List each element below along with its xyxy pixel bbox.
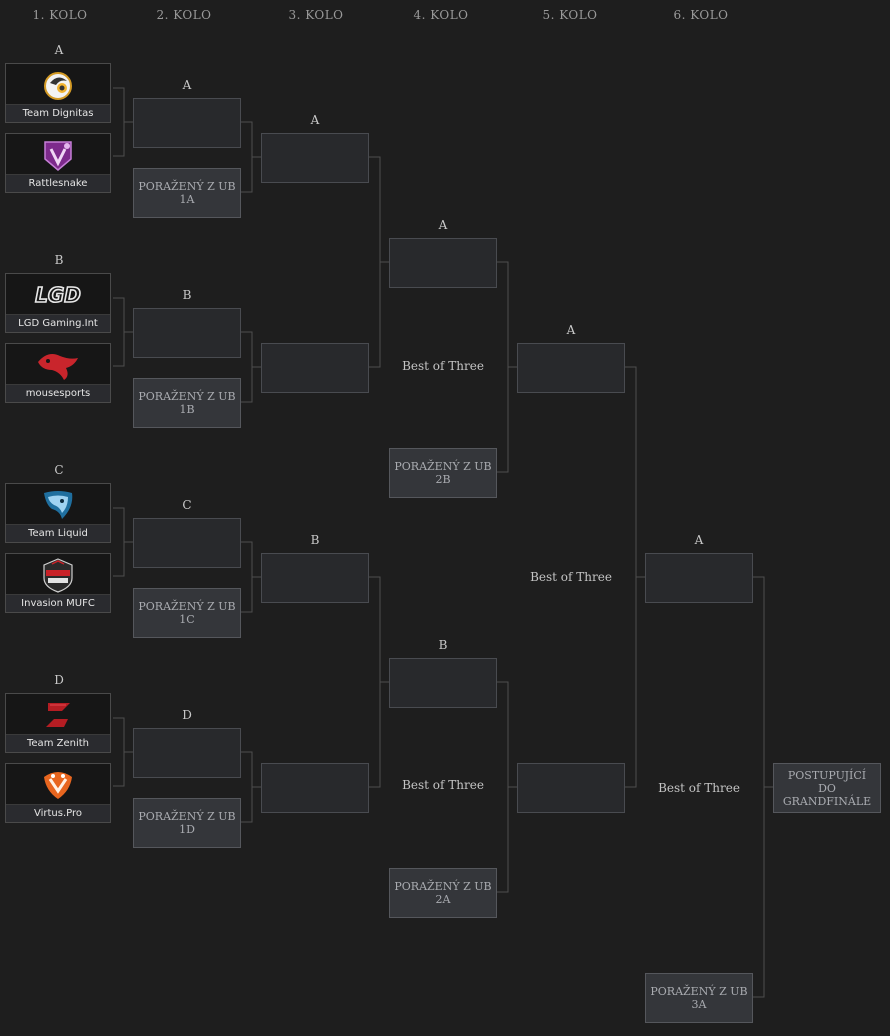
r2-loser-slot-1a[interactable]: PORAŽENÝ Z UB 1A <box>133 168 241 218</box>
loser-slot-label: PORAŽENÝ Z UB 2B <box>394 460 492 486</box>
r2-match-a-slot[interactable] <box>133 98 241 148</box>
round-header-2: 2. KOLO <box>156 8 212 22</box>
loser-slot-label: PORAŽENÝ Z UB 1A <box>138 180 236 206</box>
r2-label-d: D <box>182 708 192 722</box>
r5-best-of-three: Best of Three <box>530 570 612 584</box>
team-card-virtuspro[interactable]: Virtus.Pro <box>5 763 111 823</box>
r6-loser-slot-3a[interactable]: PORAŽENÝ Z UB 3A <box>645 973 753 1023</box>
r5-match-bottom-slot[interactable] <box>517 763 625 813</box>
loser-slot-label: PORAŽENÝ Z UB 3A <box>650 985 748 1011</box>
group-label-b: B <box>54 253 64 267</box>
round-header-5: 5. KOLO <box>542 8 598 22</box>
group-label-a: A <box>54 43 64 57</box>
group-label-d: D <box>54 673 64 687</box>
r2-match-c-slot[interactable] <box>133 518 241 568</box>
r2-label-b: B <box>182 288 192 302</box>
svg-text:LGD: LGD <box>35 283 81 307</box>
r5-label-a: A <box>566 323 576 337</box>
r3-match-b-top-slot[interactable] <box>261 553 369 603</box>
loser-slot-label: PORAŽENÝ Z UB 1C <box>138 600 236 626</box>
r4-label-b: B <box>438 638 448 652</box>
team-card-rattlesnake[interactable]: Rattlesnake <box>5 133 111 193</box>
grand-final-advance-slot[interactable]: POSTUPUJÍCÍ DO GRANDFINÁLE <box>773 763 881 813</box>
mousesports-logo-icon <box>6 344 110 386</box>
team-card-dignitas[interactable]: Team Dignitas <box>5 63 111 123</box>
team-name: LGD Gaming.Int <box>6 314 110 332</box>
r3-match-a-bottom-slot[interactable] <box>261 343 369 393</box>
invasion-logo-icon <box>6 554 110 596</box>
round-header-1: 1. KOLO <box>32 8 88 22</box>
team-name: mousesports <box>6 384 110 402</box>
team-card-mousesports[interactable]: mousesports <box>5 343 111 403</box>
team-name: Virtus.Pro <box>6 804 110 822</box>
r4-match-b-slot[interactable] <box>389 658 497 708</box>
r6-match-top-slot[interactable] <box>645 553 753 603</box>
r2-loser-slot-1c[interactable]: PORAŽENÝ Z UB 1C <box>133 588 241 638</box>
rattlesnake-logo-icon <box>6 134 110 176</box>
team-name: Team Liquid <box>6 524 110 542</box>
team-card-lgd[interactable]: LGD LGD Gaming.Int <box>5 273 111 333</box>
dignitas-logo-icon <box>6 64 110 106</box>
r4-label-a: A <box>438 218 448 232</box>
r2-label-a: A <box>182 78 192 92</box>
r3-label-b: B <box>310 533 320 547</box>
r4-loser-slot-2b[interactable]: PORAŽENÝ Z UB 2B <box>389 448 497 498</box>
loser-slot-label: PORAŽENÝ Z UB 2A <box>394 880 492 906</box>
r2-match-d-slot[interactable] <box>133 728 241 778</box>
r2-loser-slot-1b[interactable]: PORAŽENÝ Z UB 1B <box>133 378 241 428</box>
r6-label-a: A <box>694 533 704 547</box>
r5-match-top-slot[interactable] <box>517 343 625 393</box>
r2-match-b-slot[interactable] <box>133 308 241 358</box>
team-card-zenith[interactable]: Team Zenith <box>5 693 111 753</box>
team-name: Team Dignitas <box>6 104 110 122</box>
r3-match-b-bottom-slot[interactable] <box>261 763 369 813</box>
team-card-liquid[interactable]: Team Liquid <box>5 483 111 543</box>
team-card-invasion[interactable]: Invasion MUFC <box>5 553 111 613</box>
team-name: Rattlesnake <box>6 174 110 192</box>
r4-loser-slot-2a[interactable]: PORAŽENÝ Z UB 2A <box>389 868 497 918</box>
r2-loser-slot-1d[interactable]: PORAŽENÝ Z UB 1D <box>133 798 241 848</box>
grand-final-label: POSTUPUJÍCÍ DO GRANDFINÁLE <box>782 768 872 808</box>
round-header-6: 6. KOLO <box>673 8 729 22</box>
lgd-logo-icon: LGD <box>6 274 110 316</box>
round-header-3: 3. KOLO <box>288 8 344 22</box>
r6-best-of-three: Best of Three <box>658 781 740 795</box>
r4-best-of-three-a: Best of Three <box>402 359 484 373</box>
zenith-logo-icon <box>6 694 110 736</box>
liquid-logo-icon <box>6 484 110 526</box>
r2-label-c: C <box>182 498 192 512</box>
team-name: Invasion MUFC <box>6 594 110 612</box>
loser-slot-label: PORAŽENÝ Z UB 1B <box>138 390 236 416</box>
r3-label-a: A <box>310 113 320 127</box>
round-header-4: 4. KOLO <box>413 8 469 22</box>
team-name: Team Zenith <box>6 734 110 752</box>
r4-best-of-three-b: Best of Three <box>402 778 484 792</box>
virtuspro-logo-icon <box>6 764 110 806</box>
loser-slot-label: PORAŽENÝ Z UB 1D <box>138 810 236 836</box>
r4-match-a-slot[interactable] <box>389 238 497 288</box>
r3-match-a-top-slot[interactable] <box>261 133 369 183</box>
group-label-c: C <box>54 463 64 477</box>
